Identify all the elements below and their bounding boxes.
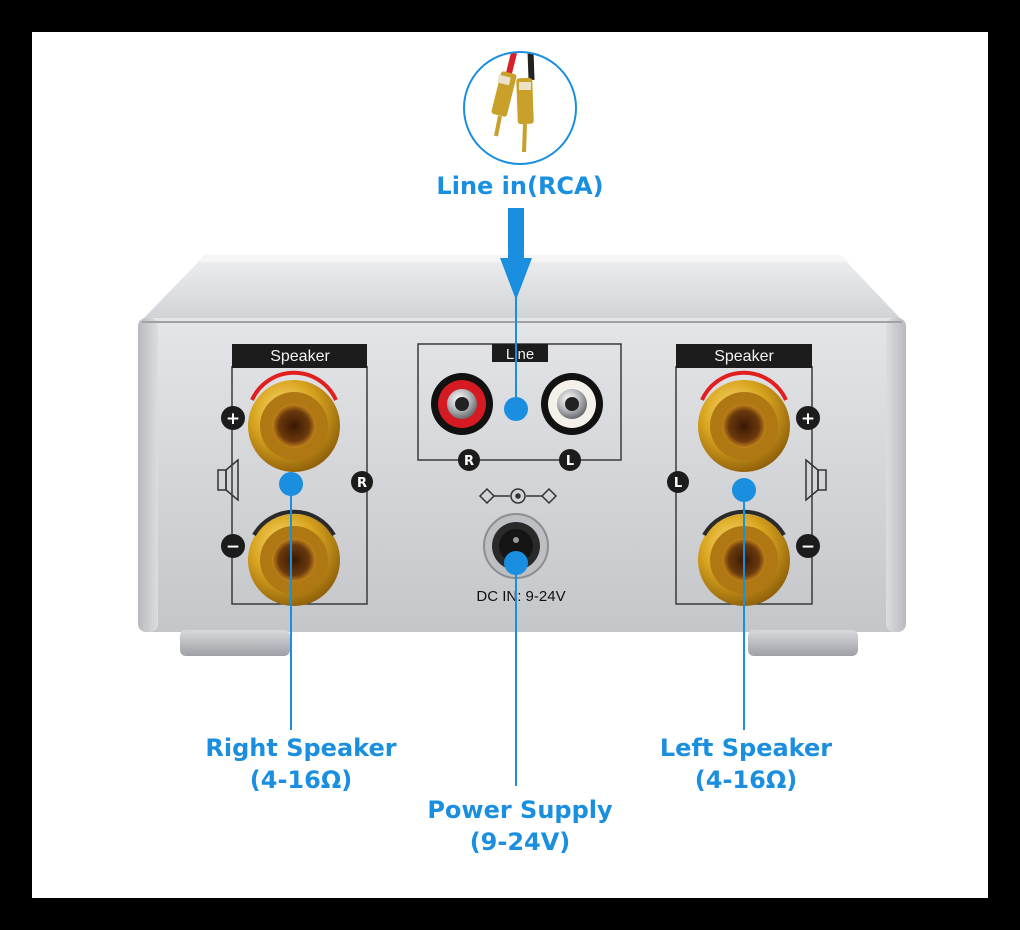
svg-text:−: − (801, 537, 815, 557)
left-foot (180, 630, 290, 656)
amplifier-diagram: Speaker Line Speaker + − R (138, 51, 906, 786)
right-speaker-negative-post[interactable] (248, 509, 340, 606)
power-supply-spec: (9-24V) (469, 828, 571, 857)
plus-marker-right: + (796, 406, 820, 430)
line-input-panel: Line (417, 343, 622, 461)
left-speaker-label: Left Speaker (659, 734, 833, 762)
power-supply-label: Power Supply (427, 796, 613, 824)
svg-text:+: + (226, 409, 240, 429)
minus-marker-right: − (796, 534, 820, 558)
r-marker-speaker: R (351, 471, 373, 493)
dc-polarity-icon (478, 487, 558, 505)
svg-text:R: R (357, 476, 367, 491)
dc-power-jack[interactable] (483, 513, 549, 579)
svg-text:L: L (674, 476, 682, 491)
right-speaker-positive-post[interactable] (248, 370, 340, 472)
rca-cable-inset (463, 51, 577, 165)
rca-l-marker: L (559, 449, 581, 471)
l-marker-speaker: L (667, 471, 689, 493)
line-in-label: Line in(RCA) (436, 172, 604, 200)
power-supply-leader-line (504, 551, 528, 786)
right-speaker-label: Right Speaker (205, 734, 397, 762)
rca-jack-left-white[interactable] (541, 373, 603, 435)
svg-text:L: L (566, 454, 574, 469)
line-in-callout: Line in(RCA) (420, 170, 620, 202)
svg-text:+: + (801, 409, 815, 429)
plus-marker-left: + (221, 406, 245, 430)
speaker-label-left: Speaker (270, 348, 330, 365)
left-speaker-spec: (4-16Ω) (694, 766, 798, 795)
speaker-symbol-icon (805, 458, 827, 502)
left-speaker-leader-line (732, 478, 756, 730)
line-label: Line (506, 346, 534, 363)
product-image-canvas: Speaker Line Speaker + − R (32, 32, 988, 898)
left-speaker-callout: Left Speaker (4-16Ω) (646, 732, 846, 797)
rca-r-marker: R (458, 449, 480, 471)
speaker-label-right: Speaker (714, 348, 774, 365)
line-in-arrow (500, 208, 532, 421)
power-supply-callout: Power Supply (9-24V) (410, 794, 630, 859)
svg-text:−: − (226, 537, 240, 557)
right-foot (748, 630, 858, 656)
right-speaker-callout: Right Speaker (4-16Ω) (196, 732, 406, 797)
rca-jack-right-red[interactable] (431, 373, 493, 435)
minus-marker-left: − (221, 534, 245, 558)
dc-in-label: DC IN: 9-24V (476, 588, 565, 605)
speaker-symbol-icon (217, 458, 239, 502)
right-speaker-spec: (4-16Ω) (249, 766, 353, 795)
right-speaker-leader-line (279, 472, 303, 730)
left-speaker-positive-post[interactable] (698, 370, 790, 472)
svg-text:R: R (464, 454, 474, 469)
